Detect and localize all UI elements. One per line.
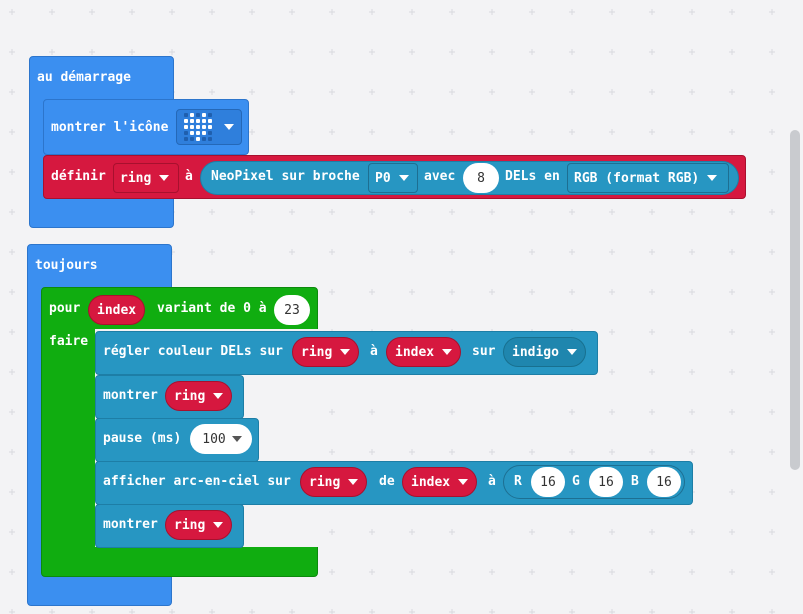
do-label: faire (49, 334, 89, 349)
with-label: avec (424, 169, 456, 184)
b-input[interactable]: 16 (647, 467, 681, 497)
vertical-scrollbar[interactable] (790, 130, 800, 470)
show-strip-value-2: ring (174, 517, 206, 533)
r-label: R (514, 474, 522, 489)
chevron-down-icon (231, 436, 242, 442)
led-count-input[interactable]: 8 (463, 163, 499, 193)
pin-value: P0 (375, 170, 391, 186)
rainbow-strip-dropdown[interactable]: ring (300, 467, 368, 497)
icon-picker-dropdown[interactable] (176, 109, 242, 145)
for-index-value: index (97, 302, 137, 318)
chevron-down-icon (348, 479, 359, 485)
pause-value: 100 (202, 431, 226, 447)
chevron-down-icon (566, 349, 577, 355)
show-label-2: montrer (103, 517, 158, 532)
set-pixel-strip-dropdown[interactable]: ring (292, 337, 360, 367)
color-value: indigo (512, 344, 559, 360)
b-label: B (631, 474, 639, 489)
set-pixel-label: régler couleur DELs sur (103, 344, 284, 359)
pause-input[interactable]: 100 (190, 424, 252, 454)
set-var-dropdown[interactable]: ring (113, 163, 179, 193)
rainbow-label: afficher arc-en-ciel sur (103, 474, 291, 489)
set-to-label: à (185, 169, 193, 184)
on-start-label: au démarrage (37, 70, 131, 85)
g-label: G (572, 474, 580, 489)
show-strip-value-1: ring (174, 388, 206, 404)
set-pixel-index-value: index (395, 344, 435, 360)
rainbow-index-value: index (411, 474, 451, 490)
set-pixel-strip-value: ring (301, 344, 333, 360)
chevron-down-icon (224, 124, 234, 130)
g-input[interactable]: 16 (589, 467, 623, 497)
color-dropdown[interactable]: indigo (503, 337, 586, 367)
chevron-down-icon (442, 349, 453, 355)
chevron-down-icon (458, 479, 469, 485)
mode-value: RGB (format RGB) (574, 170, 700, 186)
rainbow-from-label: de (379, 474, 395, 489)
set-var-value: ring (120, 170, 152, 186)
chevron-down-icon (213, 393, 224, 399)
chevron-down-icon (398, 175, 409, 181)
forever-label: toujours (35, 258, 98, 273)
show-icon-label: montrer l'icône (51, 120, 169, 135)
chevron-down-icon (159, 175, 170, 181)
for-max-input[interactable]: 23 (274, 295, 310, 325)
show-strip-dropdown-1[interactable]: ring (165, 381, 233, 411)
pin-dropdown[interactable]: P0 (368, 163, 418, 193)
set-pixel-at-label: à (370, 344, 378, 359)
set-pixel-on-label: sur (472, 344, 496, 359)
neopixel-create-label: NeoPixel sur broche (211, 169, 360, 184)
mode-dropdown[interactable]: RGB (format RGB) (567, 163, 729, 193)
for-index-variable[interactable]: index (88, 295, 146, 325)
for-range-label: variant de 0 à (157, 301, 267, 316)
show-label-1: montrer (103, 388, 158, 403)
pause-label: pause (ms) (103, 431, 182, 446)
set-pixel-index-dropdown[interactable]: index (386, 337, 462, 367)
set-label: définir (51, 169, 106, 184)
r-input[interactable]: 16 (531, 467, 565, 497)
rainbow-index-dropdown[interactable]: index (402, 467, 478, 497)
rainbow-to-label: à (488, 474, 496, 489)
chevron-down-icon (213, 522, 224, 528)
chevron-down-icon (707, 175, 718, 181)
show-strip-dropdown-2[interactable]: ring (165, 510, 233, 540)
chevron-down-icon (340, 349, 351, 355)
rainbow-strip-value: ring (309, 474, 341, 490)
heart-dots-icon (184, 113, 212, 141)
leds-in-label: DELs en (505, 169, 560, 184)
for-label: pour (49, 301, 81, 316)
